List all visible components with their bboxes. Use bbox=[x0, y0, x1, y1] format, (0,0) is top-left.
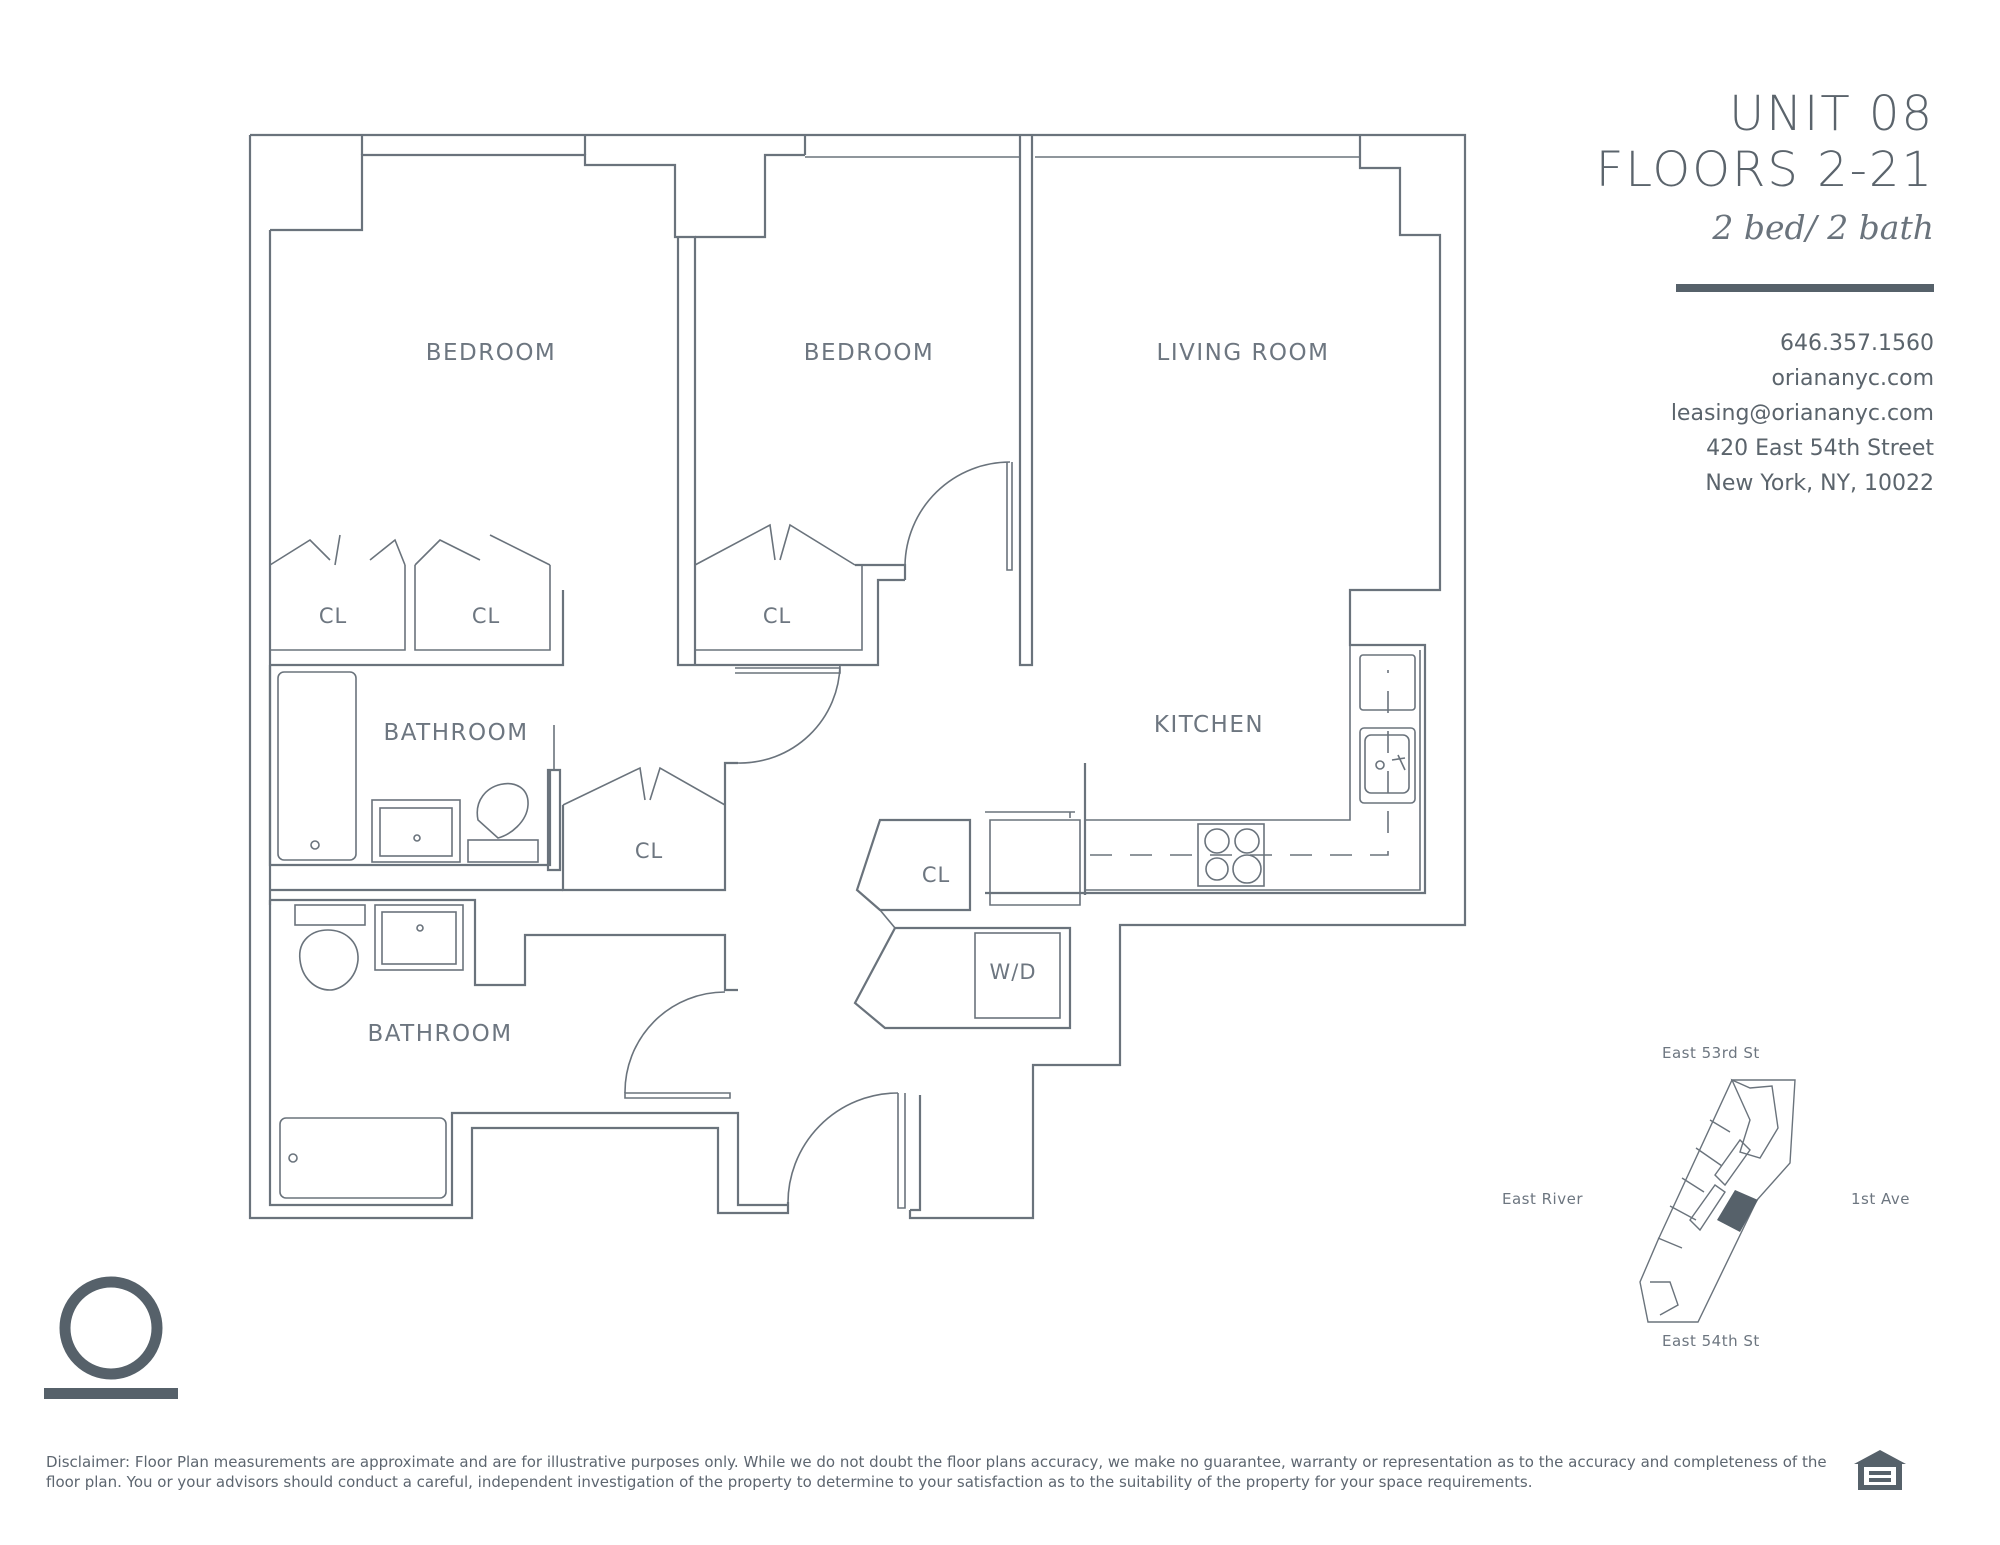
bedroom-2-closet bbox=[694, 523, 863, 651]
header-rule bbox=[1676, 284, 1934, 292]
bedroom-1-closets bbox=[269, 534, 551, 651]
map-label-north: East 53rd St bbox=[1662, 1044, 1760, 1062]
bed-bath-count: 2 bed/ 2 bath bbox=[1712, 208, 1934, 247]
map-label-east: 1st Ave bbox=[1851, 1190, 1910, 1208]
unit-header: UNIT 08 FLOORS 2-21 2 bed/ 2 bath bbox=[1334, 86, 1934, 247]
outer-walls bbox=[248, 133, 1467, 1220]
street-address: 420 East 54th Street bbox=[1706, 436, 1934, 461]
floor-range: FLOORS 2-21 bbox=[1595, 142, 1934, 198]
bedroom-1-label: BEDROOM bbox=[426, 340, 557, 366]
bedroom-2-label: BEDROOM bbox=[804, 340, 935, 366]
city-address: New York, NY, 10022 bbox=[1705, 471, 1934, 496]
contact-info: 646.357.1560 oriananyc.com leasing@orian… bbox=[1671, 326, 1934, 501]
closet-label-1: CL bbox=[319, 604, 347, 628]
closet-label-2: CL bbox=[472, 604, 500, 628]
email-link[interactable]: leasing@oriananyc.com bbox=[1670, 401, 1934, 426]
living-room-label: LIVING ROOM bbox=[1157, 340, 1330, 366]
kitchen bbox=[985, 645, 1421, 906]
website-link[interactable]: oriananyc.com bbox=[1771, 366, 1934, 391]
floor-plan: BEDROOM BEDROOM LIVING ROOM KITCHEN BATH… bbox=[248, 133, 1467, 1220]
closet-label-4: CL bbox=[635, 839, 663, 863]
map-label-west: East River bbox=[1502, 1190, 1583, 1208]
kitchen-label: KITCHEN bbox=[1154, 712, 1264, 738]
closet-label-5: CL bbox=[922, 863, 950, 887]
utility-closets bbox=[853, 818, 1072, 1030]
unit-number: UNIT 08 bbox=[1729, 86, 1934, 142]
closet-label-3: CL bbox=[763, 604, 791, 628]
equal-housing-icon bbox=[1854, 1450, 1906, 1490]
hall-closet bbox=[561, 761, 738, 892]
unit-location-marker bbox=[1717, 1190, 1758, 1232]
phone-number[interactable]: 646.357.1560 bbox=[1780, 331, 1934, 356]
disclaimer-text: Disclaimer: Floor Plan measurements are … bbox=[46, 1453, 1827, 1491]
building-footprint bbox=[1639, 1078, 1796, 1323]
map-label-south: East 54th St bbox=[1662, 1332, 1760, 1350]
orianalogo-icon bbox=[44, 1276, 178, 1399]
bedroom-2-door bbox=[855, 461, 1013, 580]
bathroom-1-label: BATHROOM bbox=[383, 720, 528, 746]
bathroom-1-door bbox=[735, 664, 841, 764]
bathroom-2-door bbox=[624, 991, 731, 1099]
bathroom-2-label: BATHROOM bbox=[367, 1021, 512, 1047]
washer-dryer-label: W/D bbox=[989, 960, 1036, 984]
bathroom-1 bbox=[268, 665, 562, 872]
entry-door bbox=[787, 1092, 906, 1209]
bathroom-2 bbox=[268, 888, 738, 1199]
key-map bbox=[1639, 1078, 1796, 1323]
